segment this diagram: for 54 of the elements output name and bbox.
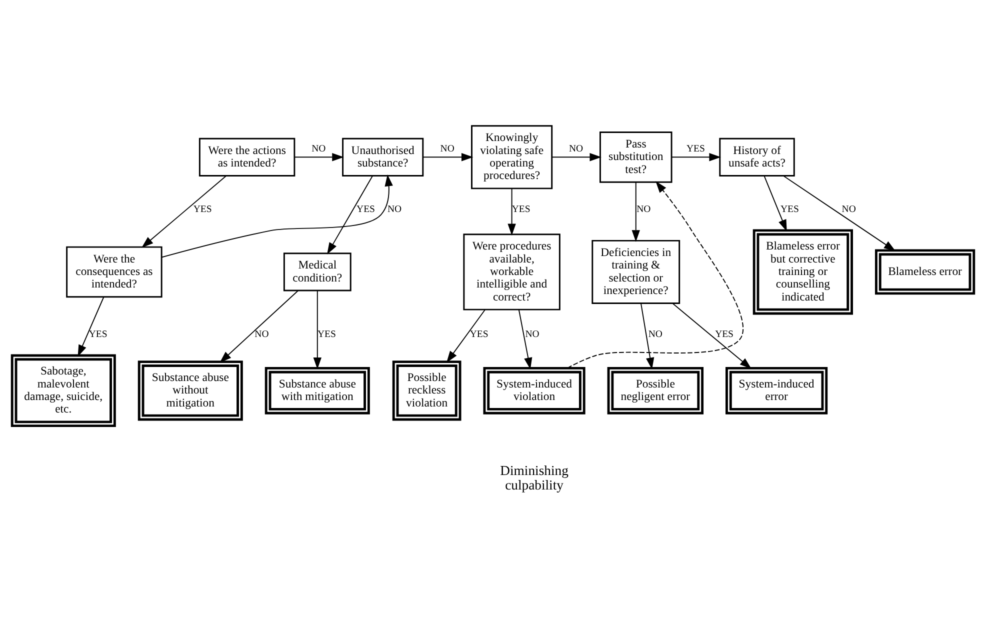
arrow [672, 302, 752, 368]
edge-label: YES [715, 328, 734, 340]
node-box: Knowingly violating safe operating procedures? [471, 124, 553, 189]
node-box: Blameless error but corrective training or counselling indicated [752, 228, 853, 314]
arrow [566, 180, 744, 368]
arrow [552, 152, 602, 161]
node-box: Blameless error [874, 248, 976, 294]
label: Diminishing culpability [500, 462, 568, 492]
edge-label: NO [388, 203, 402, 214]
edge-label: NO [254, 328, 269, 340]
edge-label: YES [470, 328, 488, 340]
node-box: Sabotage, malevolent damage, suicide, etc. [10, 354, 116, 427]
node-box: Were the consequences as intended? [66, 246, 162, 298]
node-box: Possible reckless violation [392, 360, 462, 420]
node-box: Deficiencies in training & selection or inexperience? [592, 239, 680, 304]
node-box: Were procedures available, workable intelligible and correct? [463, 233, 560, 310]
edge-label: NO [440, 142, 454, 154]
arrow [446, 308, 486, 362]
node-box: Pass substitution test? [599, 131, 672, 182]
arrow [640, 302, 654, 369]
arrow [294, 152, 344, 161]
edge-label: NO [636, 203, 651, 214]
node-box: Medical condition? [283, 252, 352, 291]
arrow [78, 296, 104, 356]
edge-label: YES [193, 203, 212, 214]
node-box: System-induced violation [483, 366, 586, 414]
edge-label: YES [356, 203, 375, 214]
node-box: Substance abuse with mitigation [264, 366, 370, 414]
node-box: Substance abuse without mitigation [138, 360, 243, 420]
arrow [422, 152, 474, 161]
edge-label: YES [686, 142, 705, 154]
node-box: History of unsafe acts? [719, 137, 795, 176]
arrow [508, 188, 516, 235]
edge-label: NO [525, 328, 540, 340]
edge-label: YES [88, 328, 108, 340]
edge-label: NO [648, 328, 662, 340]
arrow [161, 174, 393, 258]
arrow [142, 174, 227, 248]
node-box: Possible negligent error [607, 366, 704, 414]
arrow [782, 174, 896, 251]
edge-label: NO [568, 142, 584, 154]
node-box: Unauthorised substance? [342, 137, 424, 176]
arrow [220, 290, 299, 362]
node-box: Were the actions as intended? [198, 137, 296, 176]
node-box: System-induced error [726, 366, 828, 414]
arrow [313, 290, 322, 369]
arrow [518, 308, 532, 369]
arrow [632, 181, 640, 242]
edge-label: YES [780, 203, 799, 214]
arrow [327, 174, 374, 254]
edge-label: NO [842, 203, 856, 214]
arrow [764, 174, 787, 231]
edge-label: NO [312, 142, 326, 154]
arrow [671, 152, 721, 161]
